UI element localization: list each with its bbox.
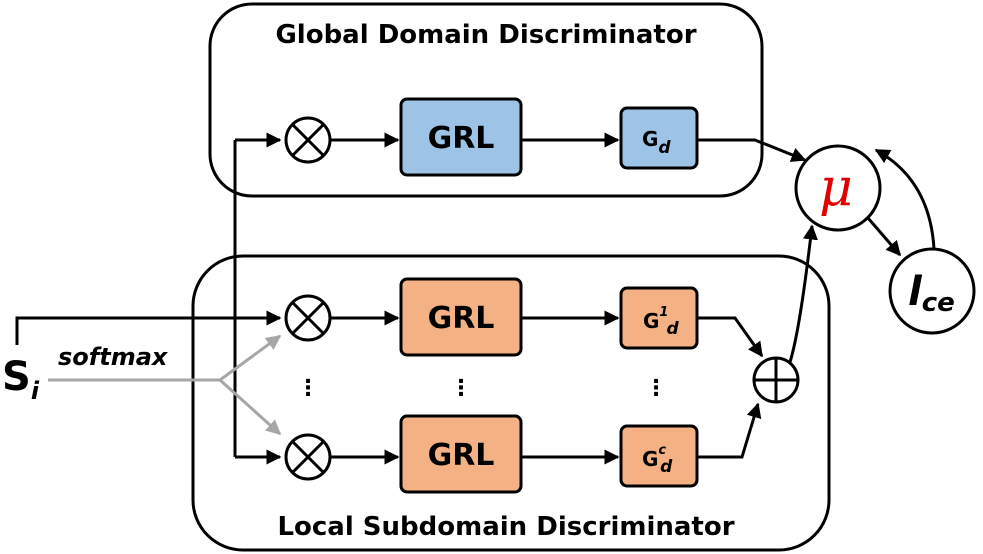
arrow-gc-to-sum: [697, 402, 762, 459]
local-multiplier-1: [284, 294, 332, 342]
arrow-g1-to-sum: [697, 316, 764, 358]
loss-label: lce: [908, 269, 955, 318]
mu-node: [794, 144, 882, 232]
softmax-arrow-down: [218, 378, 282, 436]
arrow-loss-to-mu: [874, 148, 936, 250]
local-panel-title: Local Subdomain Discriminator: [277, 512, 734, 542]
sum-node: [752, 356, 800, 404]
global-multiplier: [284, 116, 332, 164]
softmax-arrow-up: [219, 334, 282, 382]
loss-node: [888, 247, 976, 335]
input-s-i: Si: [2, 354, 40, 405]
local-grl-label-1: GRL: [428, 301, 495, 336]
global-panel-title: Global Domain Discriminator: [275, 20, 696, 50]
global-grl-label: GRL: [428, 121, 495, 156]
softmax-label: softmax: [58, 343, 169, 371]
arrow-mu-to-loss: [866, 217, 902, 257]
local-multiplier-c: [284, 433, 332, 481]
ellipsis-g: ⋮: [645, 376, 667, 401]
arrow-sum-to-mu: [788, 224, 818, 363]
global-grl-box: [399, 97, 523, 177]
local-grl-box-c: [399, 414, 523, 494]
ellipsis-mult: ⋮: [297, 376, 319, 401]
mu-label: μ: [819, 158, 853, 218]
local-subdomain-panel: [191, 254, 831, 552]
ellipsis-grl: ⋮: [450, 376, 472, 401]
global-gd-label: Gd: [642, 127, 671, 158]
global-domain-panel: [208, 2, 764, 198]
global-gd-box: [619, 106, 699, 170]
input-line: [15, 310, 282, 345]
local-grl-label-c: GRL: [428, 438, 495, 473]
arrow-gd-to-mu: [697, 138, 807, 162]
